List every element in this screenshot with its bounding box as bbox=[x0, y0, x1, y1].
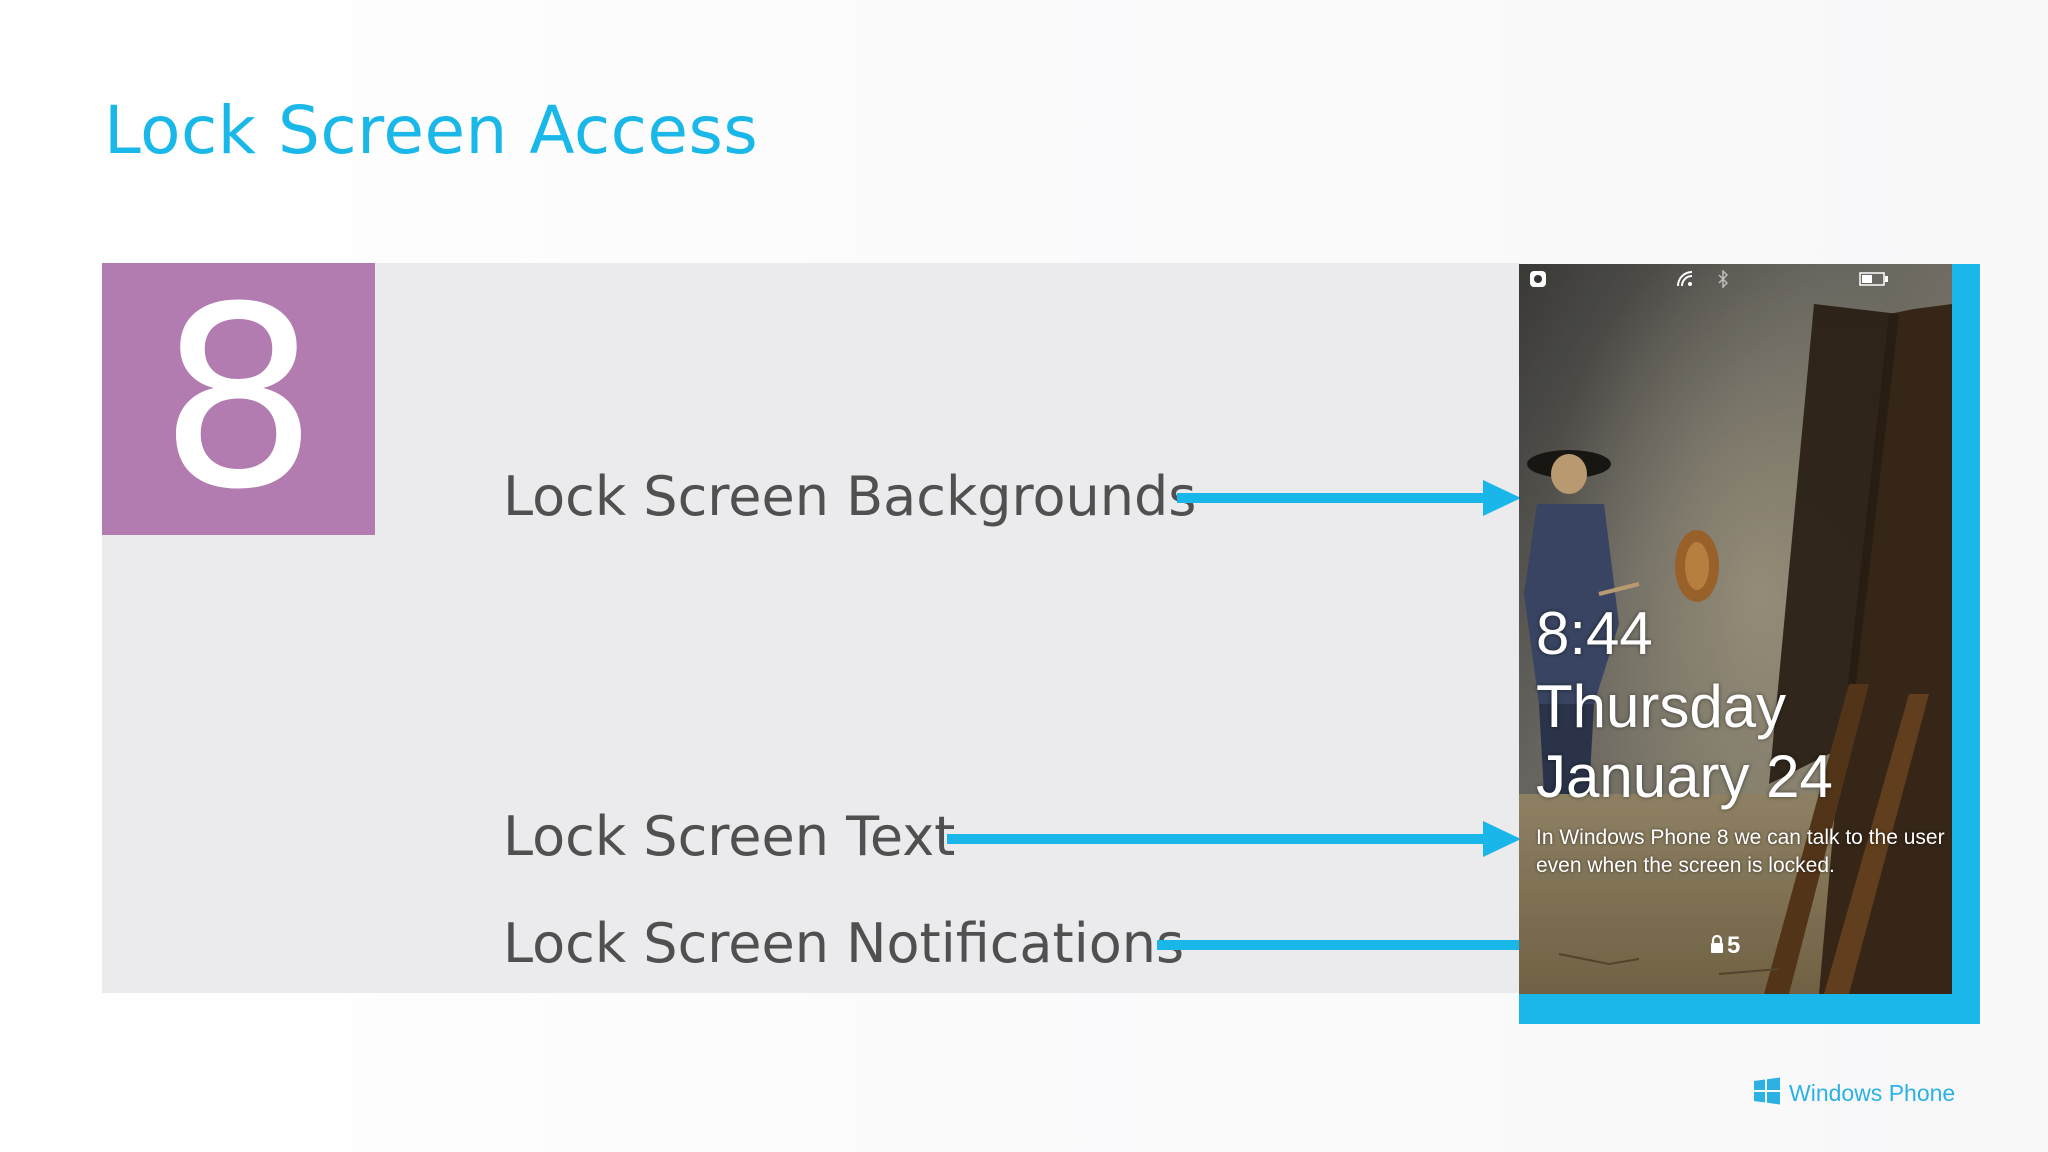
lock-screen-day: Thursday bbox=[1536, 672, 1786, 742]
slide-title: Lock Screen Access bbox=[104, 88, 758, 174]
bluetooth-icon bbox=[1718, 270, 1728, 292]
battery-icon bbox=[1859, 272, 1889, 290]
app-icon bbox=[1529, 270, 1547, 292]
label-notifications: Lock Screen Notifications bbox=[503, 909, 1184, 979]
wifi-icon bbox=[1676, 270, 1696, 292]
label-text: Lock Screen Text bbox=[503, 802, 955, 872]
lock-screen-date: January 24 bbox=[1536, 742, 1833, 812]
arrow-text bbox=[947, 821, 1521, 857]
windows-phone-logo: Windows Phone bbox=[1753, 1077, 1955, 1109]
notification-count: 5 bbox=[1727, 934, 1740, 958]
phone-lock-screen: 8:44 Thursday January 24 In Windows Phon… bbox=[1519, 264, 1952, 994]
label-backgrounds: Lock Screen Backgrounds bbox=[503, 462, 1196, 532]
lock-icon bbox=[1709, 934, 1725, 959]
lock-screen-message: In Windows Phone 8 we can talk to the us… bbox=[1536, 824, 1946, 880]
lock-screen-time: 8:44 bbox=[1536, 602, 1653, 666]
arrow-backgrounds bbox=[1177, 480, 1521, 516]
windows-phone-wordmark: Windows Phone bbox=[1789, 1080, 1955, 1106]
tile-number: 8 bbox=[159, 274, 318, 524]
windows-logo-icon bbox=[1753, 1077, 1781, 1109]
number-tile: 8 bbox=[102, 263, 375, 535]
lock-screen-notification: 5 bbox=[1709, 934, 1740, 958]
